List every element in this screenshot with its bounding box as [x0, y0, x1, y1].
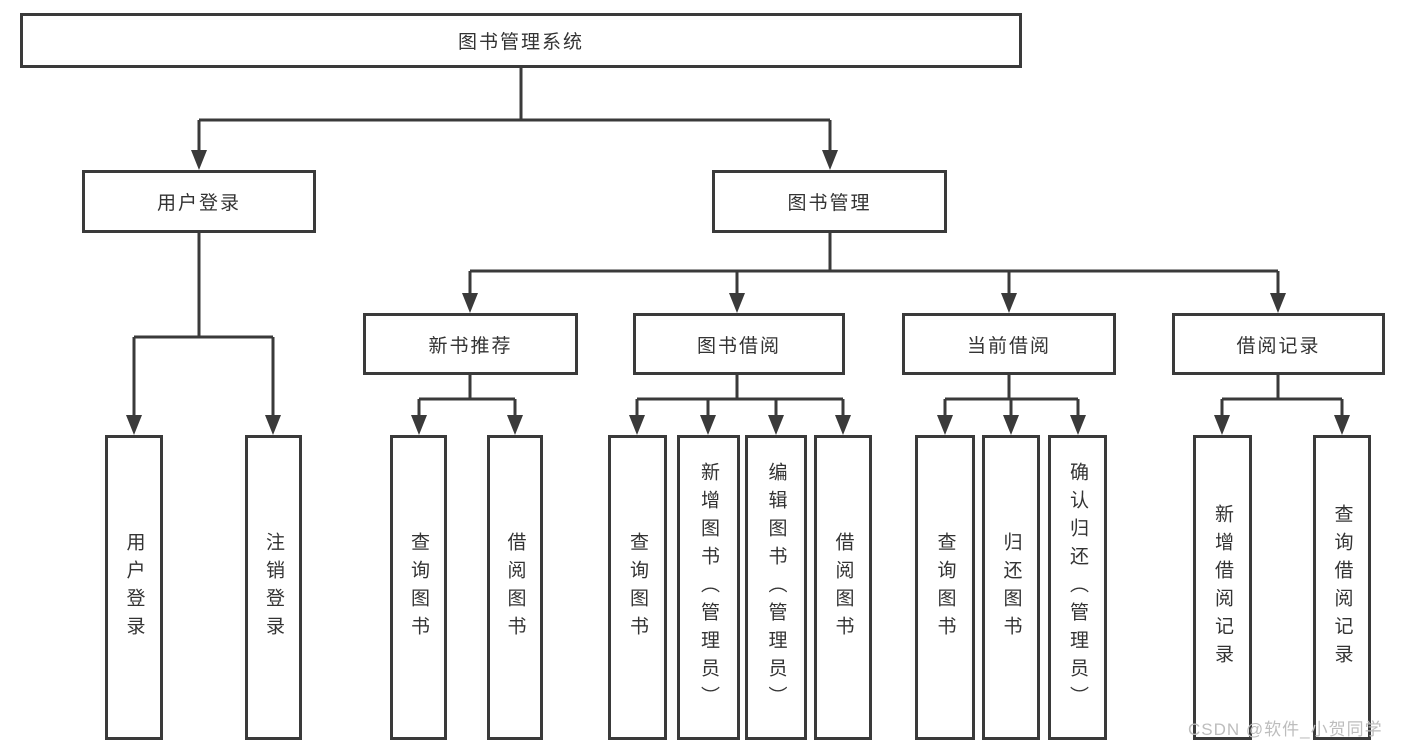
- leaf-confirm-return-admin: 确认归还（管理员）: [1048, 435, 1107, 740]
- node-book-borrow-label: 图书借阅: [696, 335, 781, 357]
- node-root: 图书管理系统: [20, 13, 1022, 68]
- leaf-query-books-borrow-label: 查询图书: [627, 531, 648, 644]
- node-root-label: 图书管理系统: [457, 32, 584, 53]
- leaf-add-borrow-record: 新增借阅记录: [1193, 435, 1252, 740]
- leaf-logout-label: 注销登录: [263, 531, 284, 644]
- leaf-query-books-current: 查询图书: [915, 435, 975, 740]
- node-book-borrow: 图书借阅: [633, 313, 845, 375]
- leaf-query-books-recommend-label: 查询图书: [408, 531, 429, 644]
- node-book-management-label: 图书管理: [787, 193, 872, 214]
- leaf-confirm-return-admin-label: 确认归还（管理员）: [1067, 461, 1088, 714]
- leaf-borrow-books-recommend: 借阅图书: [487, 435, 543, 740]
- node-borrow-records-label: 借阅记录: [1236, 335, 1321, 357]
- leaf-query-borrow-record-label: 查询借阅记录: [1331, 503, 1353, 672]
- leaf-query-borrow-record: 查询借阅记录: [1313, 435, 1371, 740]
- leaf-borrow-books-recommend-label: 借阅图书: [504, 531, 526, 644]
- node-user-login: 用户登录: [82, 170, 316, 233]
- leaf-add-book-admin: 新增图书（管理员）: [677, 435, 740, 740]
- node-new-book-recommend: 新书推荐: [363, 313, 578, 375]
- node-borrow-records: 借阅记录: [1172, 313, 1385, 375]
- node-book-management: 图书管理: [712, 170, 947, 233]
- leaf-query-books-borrow: 查询图书: [608, 435, 667, 740]
- watermark: CSDN @软件_小贺同学: [1188, 720, 1383, 739]
- node-current-borrow-label: 当前借阅: [966, 335, 1051, 357]
- leaf-user-login: 用户登录: [105, 435, 163, 740]
- leaf-user-login-label: 用户登录: [123, 531, 145, 644]
- leaf-edit-book-admin: 编辑图书（管理员）: [745, 435, 807, 740]
- leaf-borrow-books: 借阅图书: [814, 435, 872, 740]
- leaf-return-book-label: 归还图书: [1000, 531, 1022, 644]
- leaf-logout: 注销登录: [245, 435, 302, 740]
- node-new-book-recommend-label: 新书推荐: [428, 335, 513, 357]
- node-current-borrow: 当前借阅: [902, 313, 1116, 375]
- leaf-add-borrow-record-label: 新增借阅记录: [1212, 503, 1233, 672]
- leaf-edit-book-admin-label: 编辑图书（管理员）: [765, 461, 787, 714]
- node-user-login-label: 用户登录: [156, 193, 241, 214]
- leaf-return-book: 归还图书: [982, 435, 1040, 740]
- leaf-add-book-admin-label: 新增图书（管理员）: [698, 461, 719, 714]
- leaf-query-books-recommend: 查询图书: [390, 435, 447, 740]
- leaf-borrow-books-label: 借阅图书: [832, 531, 854, 644]
- leaf-query-books-current-label: 查询图书: [934, 531, 956, 644]
